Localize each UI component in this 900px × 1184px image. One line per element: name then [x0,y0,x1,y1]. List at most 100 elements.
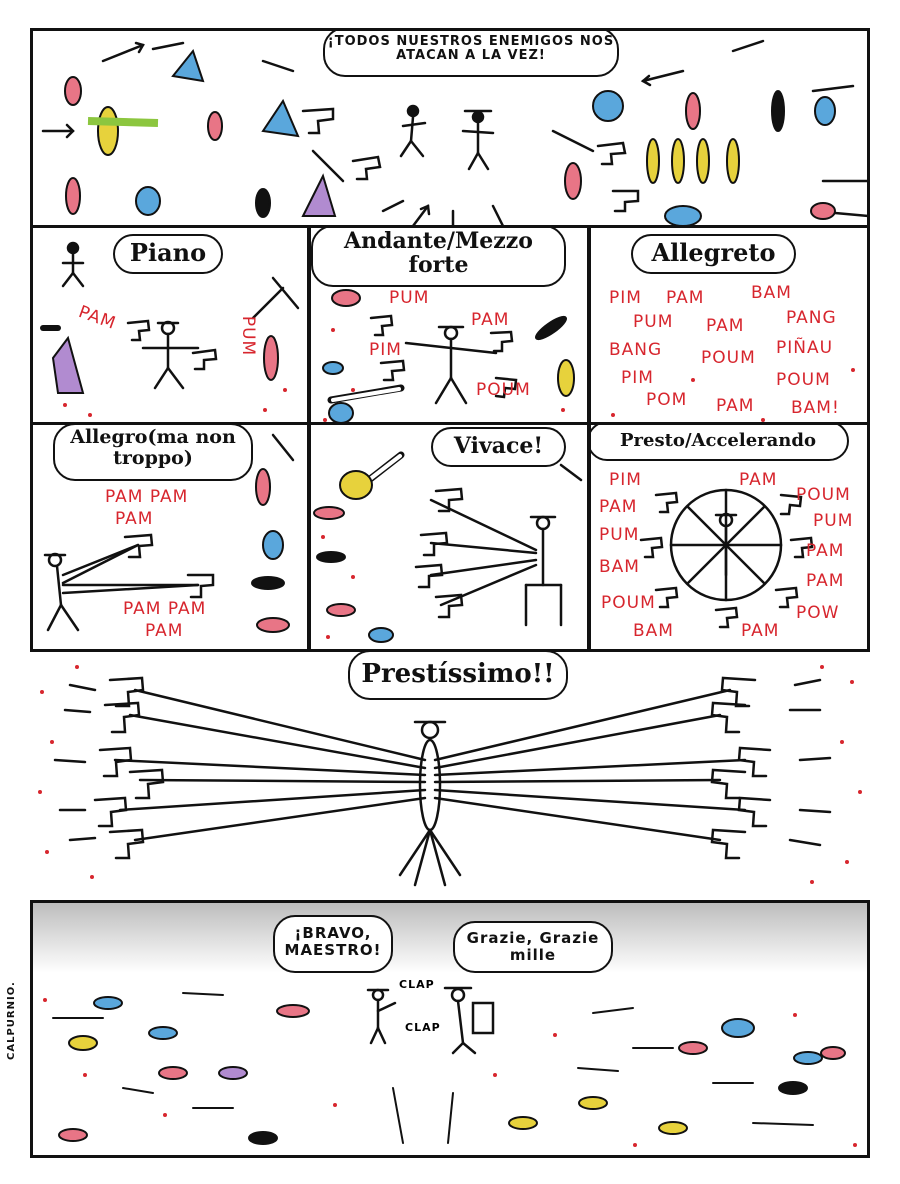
sfx-6: PANG [786,308,837,328]
panel-1-attack: ¡TODOS NUESTROS ENEMIGOS NOS ATACAN A LA… [30,28,870,228]
title-text: Allegreto [651,238,776,267]
speech-bubble-grazie: Grazie, Grazie mille [453,921,613,973]
sfx-pim: PIM [369,340,402,360]
panel-6-drawing [313,451,583,643]
title-bubble-presto: Presto/Accelerando [591,425,849,461]
blood-dot [331,328,335,332]
sfx-poum: POUM [476,380,531,400]
sfx-10: PAM [806,571,845,591]
sfx-1: PIM [609,470,642,490]
blood-dot [351,388,355,392]
panel-5-drawing [43,433,295,633]
blood-dot [493,1073,497,1077]
blood-dot [43,998,47,1002]
panel-8-prestissimo: Prestíssimo!! [30,650,870,890]
panel-9-bravo: ¡BRAVO, MAESTRO! Grazie, Grazie mille CL… [30,900,870,1158]
blood-dot [40,690,44,694]
blood-dot [323,418,327,422]
panel-5-allegro: Allegro(ma non troppo) PAM PAM PAM PAM P… [30,422,310,652]
blood-dot [793,1013,797,1017]
panel-3-andante: Andante/Mezzo forte PUM PAM PIM POUM [308,225,590,425]
title-text: Allegro(ma non troppo) [70,426,236,469]
title-text: Piano [129,238,207,267]
sfx-pam-pam-2: PAM PAM [123,599,207,619]
blood-dot [88,413,92,417]
sfx-pam-pam-1: PAM PAM [105,487,189,507]
title-bubble-allegreto: Allegreto [631,234,796,274]
sfx-pam: PAM [471,310,510,330]
blood-dot [321,535,325,539]
panel-1-drawing [41,39,867,225]
sfx-clap-1: CLAP [399,978,435,991]
sfx-9: POUM [601,593,656,613]
blood-dot [611,413,615,417]
sfx-12: PAM [741,621,780,641]
title-bubble-vivace: Vivace! [431,427,566,467]
panel-6-vivace: Vivace! [308,422,590,652]
sfx-11: BAM [633,621,674,641]
sfx-10: PIM [621,368,654,388]
sfx-1: PIM [609,288,642,308]
blood-dot [561,408,565,412]
blood-dot [691,378,695,382]
blood-dot [90,875,94,879]
blood-dot [820,665,824,669]
blood-dot [851,368,855,372]
blood-dot [333,1103,337,1107]
blood-dot [163,1113,167,1117]
blood-dot [850,680,854,684]
title-bubble-allegro: Allegro(ma non troppo) [53,425,253,481]
blood-dot [761,418,765,422]
sfx-8: POUM [701,348,756,368]
panel-7-presto: Presto/Accelerando PIM PAM PAM POUM PUM … [588,422,870,652]
sfx-13: PAM [716,396,755,416]
title-text: Vivace! [453,433,544,459]
sfx-14: BAM! [791,398,840,418]
panel-4-allegreto: Allegreto PIM PAM BAM PUM PAM PANG BANG … [588,225,870,425]
panel-2-drawing [40,241,300,394]
sfx-12: POM [646,390,688,410]
blood-dot [351,575,355,579]
panel-8-drawing [53,676,832,887]
title-bubble-piano: Piano [113,234,223,274]
panel-7-drawing [639,488,814,629]
sfx-3: BAM [751,283,792,303]
blood-dot [50,740,54,744]
sfx-clap-2: CLAP [405,1021,441,1034]
sfx-9: PIÑAU [776,338,834,358]
blood-dot [75,665,79,669]
panel-9-drawing [52,986,846,1145]
blood-dot [845,860,849,864]
sfx-13: POW [796,603,840,623]
speech-text: Grazie, Grazie mille [466,929,600,964]
title-bubble-andante: Andante/Mezzo forte [311,228,566,287]
sfx-6: PUM [813,511,854,531]
sfx-pum: PUM [238,315,259,357]
panel-3-drawing [322,289,575,422]
blood-dot [283,388,287,392]
panel-2-piano: Piano PAM PUM [30,225,310,425]
title-text: Andante/Mezzo forte [344,228,533,279]
sfx-pam-1: PAM [115,509,154,529]
speech-bubble-bravo: ¡BRAVO, MAESTRO! [273,915,393,973]
speech-text: ¡TODOS NUESTROS ENEMIGOS NOS ATACAN A LA… [327,34,615,64]
sfx-4: POUM [796,485,851,505]
sfx-7: BANG [609,340,663,360]
blood-dot [45,850,49,854]
blood-dot [853,1143,857,1147]
title-text: Presto/Accelerando [620,430,816,451]
speech-bubble-all-enemies: ¡TODOS NUESTROS ENEMIGOS NOS ATACAN A LA… [323,31,619,77]
blood-dot [633,1143,637,1147]
sfx-2: PAM [739,470,778,490]
blood-dot [858,790,862,794]
sfx-7: BAM [599,557,640,577]
sfx-pam-2: PAM [145,621,184,641]
sfx-3: PAM [599,497,638,517]
blood-dot [63,403,67,407]
blood-dot [326,635,330,639]
sfx-pum: PUM [389,288,430,308]
blood-dot [38,790,42,794]
blood-dot [810,880,814,884]
blood-dot [83,1073,87,1077]
title-bubble-prestissimo: Prestíssimo!! [348,650,568,700]
